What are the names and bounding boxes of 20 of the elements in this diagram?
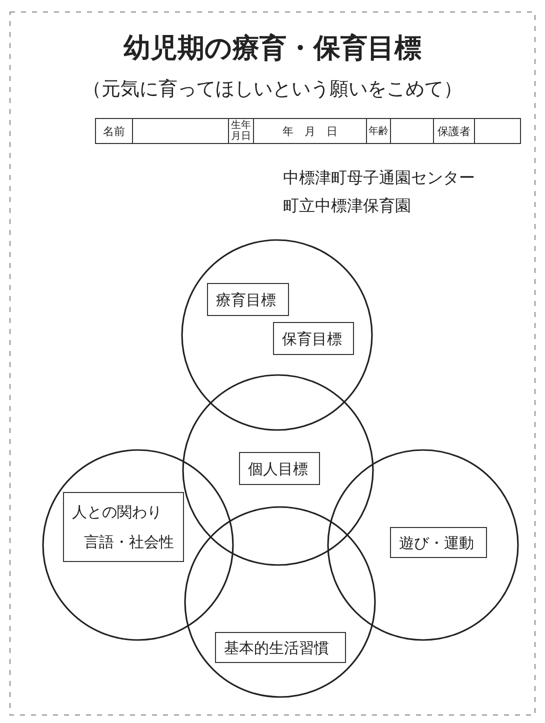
organization-name: 町立中標津保育園 [283,196,411,217]
form-cell: 年 月 日 [254,118,366,144]
venn-circle [182,374,374,566]
organization-name: 中標津町母子通園センター [283,168,475,189]
form-cell: 生年月日 [228,118,254,144]
title: 幼児期の療育・保育目標 [122,32,422,66]
venn-circle [184,506,376,698]
form-cell: 保護者 [434,118,474,144]
label-box: 基本的生活習慣 [215,632,346,663]
venn-circle [327,449,519,641]
form-cell: 名前 [96,118,132,144]
label-box: 個人目標 [239,452,320,485]
form-cell: 年齢 [366,118,390,144]
label-box: 人との関わり 言語・社会性 [63,492,184,562]
label-box: 保育目標 [273,322,354,355]
venn-circle [42,449,234,641]
venn-circle [181,239,373,431]
label-box: 遊び・運動 [390,527,487,558]
label-box: 療育目標 [207,283,289,316]
subtitle: （元気に育ってほしいという願いをこめて） [82,77,464,102]
